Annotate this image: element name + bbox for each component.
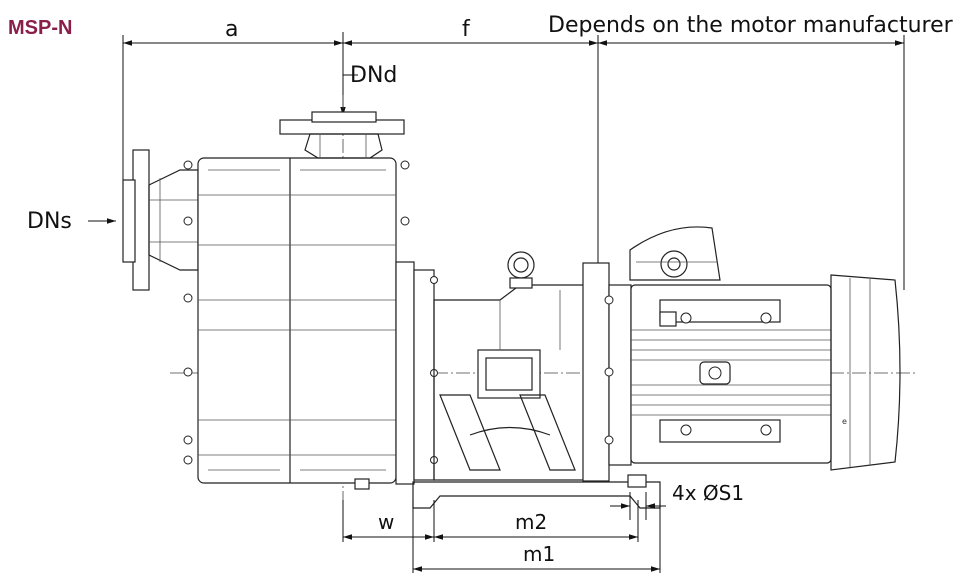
model-label: MSP-N	[8, 17, 72, 39]
discharge-flange	[279, 111, 405, 159]
pump-casing	[183, 157, 410, 490]
pump-flange-plate	[395, 261, 438, 485]
dim-a-label: a	[225, 17, 238, 42]
hole-callout: 4x ØS1	[610, 481, 744, 520]
dns-callout: DNs	[27, 209, 116, 234]
dimension-a-f: a f	[122, 17, 905, 300]
dns-label: DNs	[27, 209, 72, 234]
dim-m1-label: m1	[523, 542, 555, 566]
electric-motor: e	[629, 226, 901, 471]
dim-w-label: w	[378, 510, 394, 534]
bearing-bracket	[433, 251, 586, 481]
dimension-w-m2-m1: w m2 m1	[342, 500, 661, 573]
hole-label: 4x ØS1	[672, 481, 744, 505]
dnd-label: DNd	[350, 63, 397, 88]
dim-f-label: f	[462, 17, 471, 42]
dim-m2-label: m2	[515, 510, 547, 534]
motor-note: Depends on the motor manufacturer	[548, 13, 954, 38]
svg-text:e: e	[842, 417, 847, 426]
motor-cooling-fins	[631, 329, 831, 416]
dnd-callout: DNd	[340, 63, 397, 116]
motor-flange-plate	[582, 262, 632, 482]
